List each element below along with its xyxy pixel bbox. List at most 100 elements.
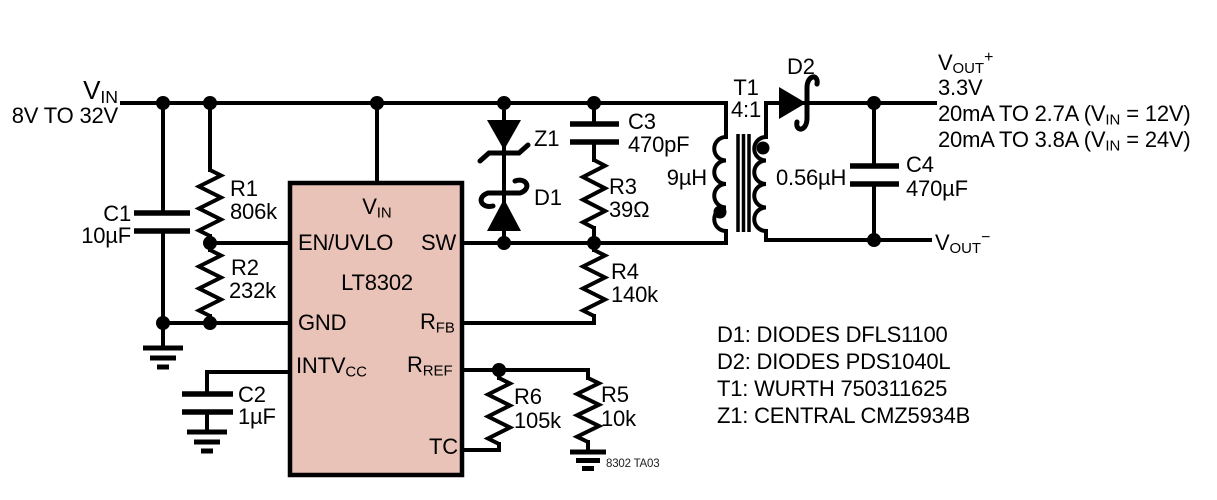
bom-line-d2: D2: DIODES PDS1040L	[717, 349, 951, 374]
capacitor-c1	[134, 210, 190, 234]
capacitor-c2	[182, 391, 233, 415]
junction-dot	[587, 236, 601, 250]
label-t1-ref: T1	[733, 75, 759, 100]
label-r5-ref: R5	[601, 382, 629, 407]
ic-pin-gnd: GND	[298, 310, 347, 335]
label-vout-range-24v: 20mA TO 3.8A (VIN = 24V)	[938, 127, 1191, 155]
bom-line-t1: T1: WURTH 750311625	[717, 376, 948, 401]
zener-z1-bar	[477, 142, 531, 164]
label-r1-value: 806k	[230, 199, 277, 224]
label-vout-voltage: 3.3V	[938, 75, 983, 100]
transformer-secondary-phase-dot	[756, 141, 770, 155]
capacitor-c3	[570, 121, 619, 145]
resistor-r6	[483, 376, 515, 446]
label-r3-value: 39Ω	[609, 197, 650, 222]
ic-lt8302	[287, 180, 465, 478]
label-r4-value: 140k	[611, 282, 658, 307]
label-vin-range: 8V TO 32V	[11, 103, 118, 128]
zener-z1	[477, 120, 531, 164]
label-t1-secondary-inductance: 0.56µH	[776, 165, 847, 190]
label-c3-value: 470pF	[628, 132, 690, 157]
junction-dot	[587, 96, 601, 110]
ground-c2	[187, 429, 227, 454]
diode-d1-triangle	[487, 199, 521, 231]
ic-body	[287, 180, 465, 478]
label-c2-ref: C2	[238, 382, 266, 407]
label-vout-minus: VOUT−	[935, 229, 991, 258]
label-schematic-note: 8302 TA03	[606, 458, 660, 470]
zener-z1-triangle	[487, 120, 521, 150]
label-t1-ratio: 4:1	[731, 97, 761, 122]
resistor-r5	[572, 376, 604, 444]
diode-d2-schottky-bar	[794, 74, 820, 132]
junction-dot	[156, 96, 170, 110]
label-c4-ref: C4	[906, 152, 934, 177]
label-vout-range-12v: 20mA TO 2.7A (VIN = 12V)	[938, 101, 1191, 129]
label-z1-ref: Z1	[534, 126, 560, 151]
diode-d1-schottky-bar	[478, 177, 530, 209]
ic-pin-tc: TC	[429, 434, 458, 459]
wire-vout-minus-rail	[764, 229, 932, 242]
diode-d2-triangle	[779, 87, 806, 119]
ground-input	[143, 345, 183, 370]
label-c2-value: 1µF	[238, 404, 276, 429]
bom-line-d1: D1: DIODES DFLS1100	[717, 322, 948, 347]
resistor-r4	[578, 248, 610, 318]
label-d2-ref: D2	[787, 54, 815, 79]
ground-symbols	[143, 345, 606, 471]
diode-d1	[478, 177, 530, 231]
label-t1-primary-inductance: 9µH	[666, 165, 707, 190]
ic-part-number: LT8302	[341, 270, 413, 295]
resistor-r1	[194, 168, 226, 238]
junction-dot	[867, 233, 881, 247]
ground-r5	[570, 449, 606, 471]
ic-pin-vin: VIN	[362, 194, 392, 222]
junction-dot	[203, 96, 217, 110]
label-c4-value: 470µF	[906, 176, 968, 201]
label-r1-ref: R1	[230, 176, 258, 201]
label-c1-value: 10µF	[81, 223, 131, 248]
junction-dot	[203, 236, 217, 250]
label-r6-value: 105k	[514, 408, 561, 433]
bom-line-z1: Z1: CENTRAL CMZ5934B	[717, 403, 971, 428]
transformer-secondary-winding	[752, 135, 767, 233]
capacitor-c4	[850, 163, 899, 187]
wire-r4-rfb	[460, 241, 596, 325]
resistors	[194, 158, 610, 446]
resistor-r2	[194, 248, 226, 318]
label-c3-ref: C3	[628, 109, 656, 134]
label-r2-ref: R2	[231, 255, 259, 280]
label-d1-ref: D1	[534, 185, 562, 210]
junction-dot	[370, 96, 384, 110]
label-r5-value: 10k	[601, 406, 636, 431]
ic-pin-rfb: RFB	[420, 309, 455, 337]
label-r4-ref: R4	[611, 259, 639, 284]
junction-dot	[497, 236, 511, 250]
ic-pin-sw: SW	[421, 230, 457, 255]
transformer-t1	[712, 134, 770, 233]
junction-dot	[497, 96, 511, 110]
ic-pin-intvcc: INTVCC	[296, 353, 367, 381]
diode-d2	[779, 74, 820, 132]
label-r6-ref: R6	[514, 384, 542, 409]
label-vout-plus: VOUT+	[938, 49, 994, 78]
wire-intvcc-c2	[205, 370, 292, 434]
label-r3-ref: R3	[609, 174, 637, 199]
label-vin-source: VIN	[83, 75, 118, 107]
capacitors	[134, 121, 899, 415]
transformer-core	[736, 134, 751, 232]
ic-pin-rref: RREF	[407, 352, 453, 380]
junction-dot	[203, 316, 217, 330]
junction-dot	[156, 316, 170, 330]
resistor-r3	[578, 158, 610, 230]
transformer-primary-phase-dot	[713, 205, 727, 219]
wire-sw-line	[460, 229, 728, 245]
label-r2-value: 232k	[229, 278, 276, 303]
junction-dots	[156, 96, 881, 377]
junction-dot	[492, 363, 506, 377]
ic-pin-en-uvlo: EN/UVLO	[298, 230, 394, 255]
label-c1-ref: C1	[103, 201, 131, 226]
wire-vin-rail	[120, 101, 728, 139]
